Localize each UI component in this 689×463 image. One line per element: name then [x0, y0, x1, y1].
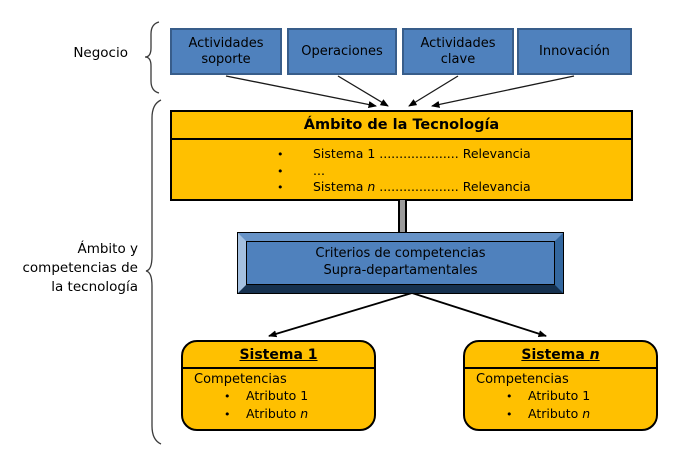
- sistema-relevancia-list: •Sistema 1 .................... Relevanc…: [172, 140, 631, 196]
- list-item: •Atributo 1: [506, 388, 656, 406]
- box-sistema-1-title: Sistema 1: [183, 342, 374, 369]
- bullet-icon: •: [506, 390, 513, 403]
- box-sistema-n: Sistema n Competencias •Atributo 1 •Atri…: [463, 340, 658, 431]
- box-criterios-competencias-face: Criterios de competencias Supra-departam…: [246, 241, 555, 285]
- criterios-line2: Supra-departamentales: [323, 263, 478, 278]
- arrow-innovacion-to-scope: [431, 75, 575, 108]
- box-sistema-1-subtitle: Competencias: [194, 372, 287, 387]
- box-innovacion-label: Innovación: [539, 43, 610, 59]
- ambito-label-line2: competencias de: [22, 260, 138, 276]
- box-actividades-soporte: Actividades soporte: [170, 28, 282, 75]
- box-sistema-1-bullets: •Atributo 1 •Atributo n: [183, 388, 374, 423]
- list-item: •Atributo n: [506, 406, 656, 424]
- arrow-soporte-to-scope: [225, 75, 377, 108]
- list-item: •Atributo 1: [224, 388, 374, 406]
- scope-to-criteria-connector: [398, 200, 407, 233]
- ambito-label-line1: Ámbito y: [77, 241, 138, 257]
- box-innovacion: Innovación: [517, 28, 632, 75]
- list-item: •Sistema 1 .................... Relevanc…: [277, 146, 531, 161]
- bullet-icon: •: [506, 407, 513, 421]
- bullet-icon: •: [224, 407, 231, 421]
- bullet-icon: •: [277, 181, 284, 194]
- box-actividades-clave-label: Actividades clave: [420, 36, 496, 67]
- arrow-criteria-to-sistema1: [268, 292, 413, 338]
- list-item: •Sistema n .................... Relevanc…: [277, 179, 531, 194]
- brace-negocio: [144, 21, 160, 94]
- bullet-icon: •: [277, 164, 284, 178]
- box-criterios-competencias: Criterios de competencias Supra-departam…: [237, 232, 564, 294]
- box-sistema-n-subtitle: Competencias: [476, 372, 569, 387]
- criterios-line1: Criterios de competencias: [315, 246, 486, 262]
- box-actividades-clave: Actividades clave: [402, 28, 514, 75]
- box-sistema-n-title: Sistema n: [465, 342, 656, 369]
- bullet-icon: •: [277, 148, 284, 161]
- brace-ambito: [145, 99, 162, 445]
- box-sistema-1: Sistema 1 Competencias •Atributo 1 •Atri…: [181, 340, 376, 431]
- ambito-label: Ámbito y competencias de la tecnología: [0, 240, 138, 297]
- ambito-label-line3: la tecnología: [51, 279, 138, 295]
- list-item: •...: [277, 162, 325, 178]
- box-actividades-soporte-label: Actividades soporte: [188, 36, 264, 67]
- negocio-label: Negocio: [73, 45, 128, 61]
- box-ambito-tecnologia: Ámbito de la Tecnología •Sistema 1 .....…: [170, 110, 633, 201]
- box-operaciones-label: Operaciones: [301, 43, 383, 59]
- list-item: •Atributo n: [224, 406, 374, 424]
- box-operaciones: Operaciones: [287, 28, 397, 75]
- box-sistema-n-bullets: •Atributo 1 •Atributo n: [465, 388, 656, 423]
- arrow-criteria-to-sistema-n: [411, 292, 547, 338]
- arrow-operaciones-to-scope: [337, 75, 389, 107]
- box-ambito-tecnologia-title: Ámbito de la Tecnología: [172, 112, 631, 140]
- bullet-icon: •: [224, 390, 231, 403]
- arrow-clave-to-scope: [408, 75, 459, 107]
